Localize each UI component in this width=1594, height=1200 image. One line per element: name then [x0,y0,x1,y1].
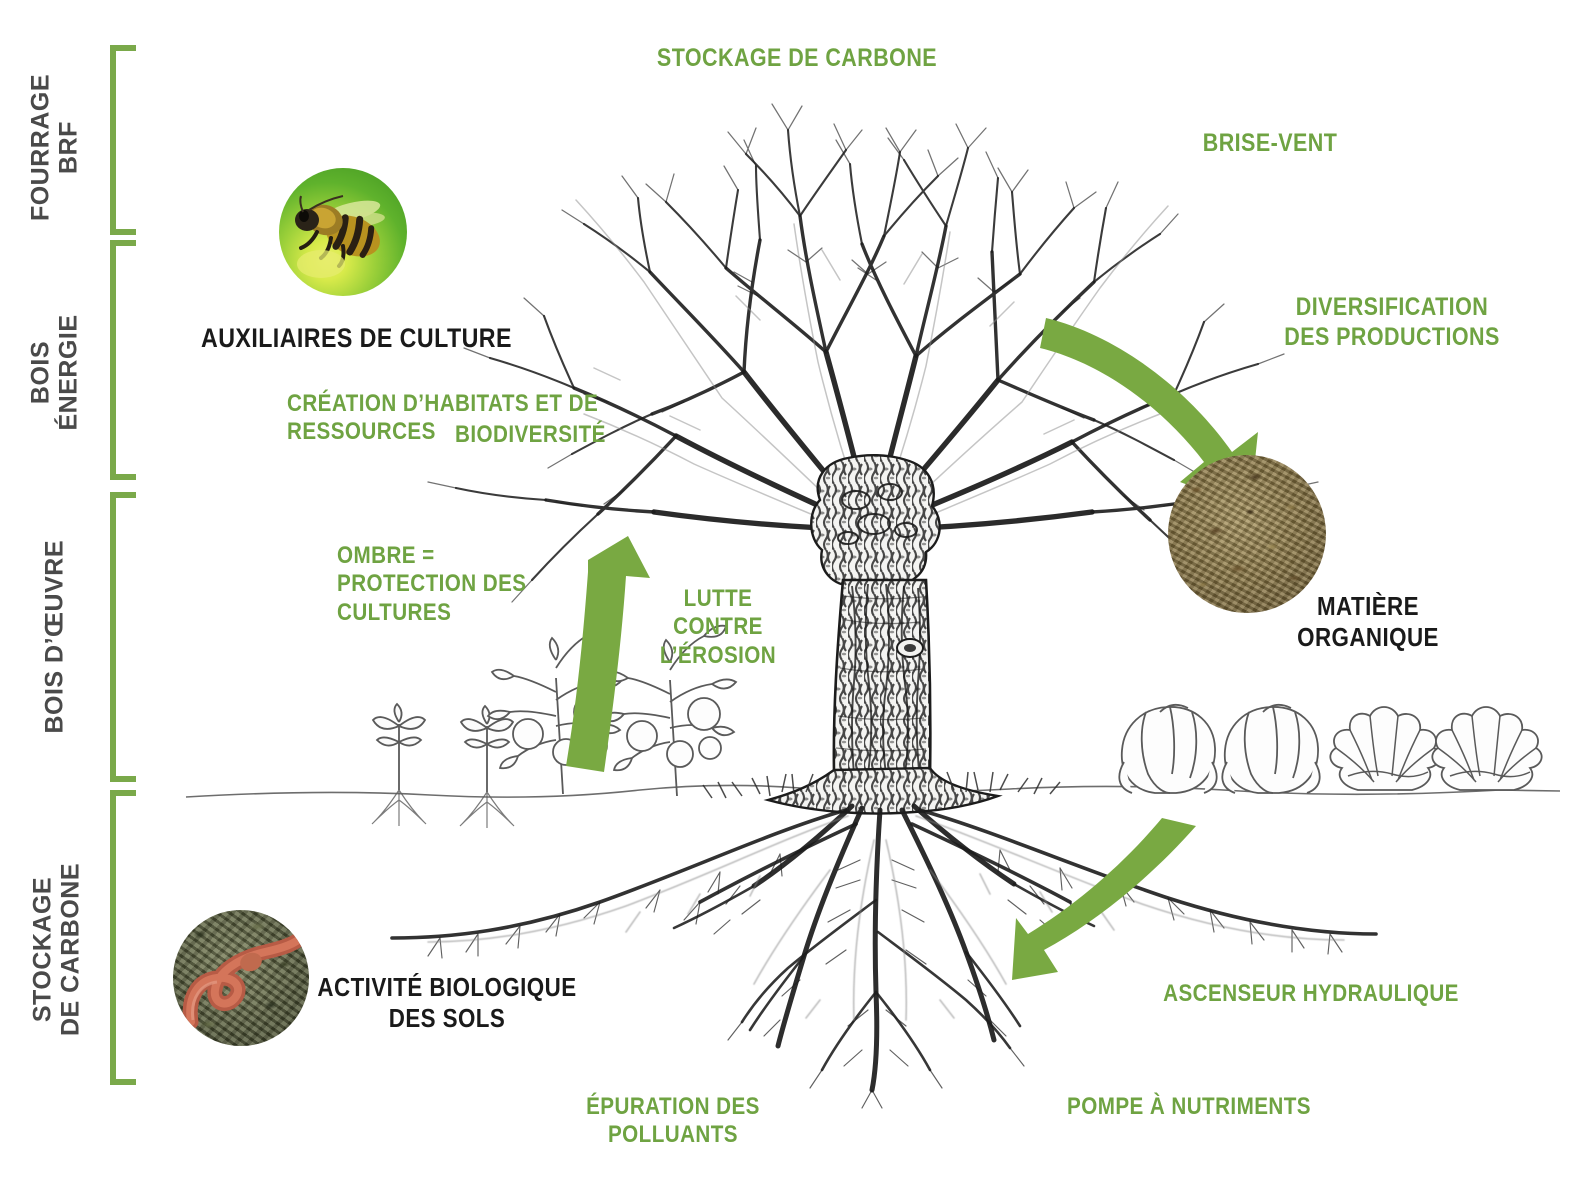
tronc-arbre-tetard [702,454,1061,815]
arrow-shade-up-left [566,536,650,772]
bracket-bois-energie [110,240,136,480]
arrow-roots-down-left [1012,818,1196,980]
label-activite-biologique-des-sols: ACTIVITÉ BIOLOGIQUE DES SOLS [317,972,577,1033]
earthworm-icon [182,928,309,1030]
chou-1 [1118,703,1218,794]
bracket-fourrage-brf [110,45,136,235]
label-lutte-contre-l-erosion: LUTTE CONTRE L’ÉROSION [659,585,777,669]
bracket-bois-doeuvre [110,492,136,782]
label-diversification-des-productions: DIVERSIFICATION DES PRODUCTIONS [1284,293,1500,351]
label-brise-vent: BRISE-VENT [1202,129,1338,157]
chou-2 [1221,703,1321,794]
plantule-1 [371,702,427,826]
label-matiere-organique: MATIÈRE ORGANIQUE [1297,591,1439,652]
label-ascenseur-hydraulique: ASCENSEUR HYDRAULIQUE [1163,980,1459,1007]
bracket-stockage-de-carbone [110,790,136,1085]
label-stockage-de-carbone-top: STOCKAGE DE CARBONE [656,44,938,72]
label-creation-habitats-ressources: CRÉATION D’HABITATS ET DE RESSOURCES [287,390,599,446]
salade-1 [1329,706,1441,791]
systeme-racinaire [390,803,1378,1109]
label-biodiversite: BIODIVERSITÉ [455,421,606,448]
label-epuration-des-polluants: ÉPURATION DES POLLUANTS [586,1093,760,1149]
label-ombre-protection-des-cultures: OMBRE = PROTECTION DES CULTURES [337,542,527,626]
label-pompe-a-nutriments: POMPE À NUTRIMENTS [1067,1093,1311,1120]
plantule-2 [459,704,515,828]
bee-photo [279,168,407,296]
salade-2 [1431,706,1543,791]
bee-icon [295,195,385,278]
label-auxiliaires-de-culture: AUXILIAIRES DE CULTURE [201,323,512,353]
organic-matter-photo [1168,455,1326,613]
earthworm-photo [173,910,309,1046]
tomate-2 [600,624,738,797]
cultures-droite [1118,703,1543,794]
